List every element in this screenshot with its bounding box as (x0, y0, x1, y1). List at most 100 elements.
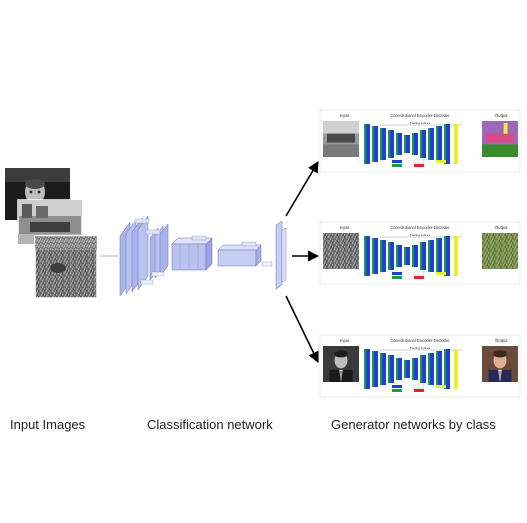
generator-output-label: Output (495, 338, 508, 343)
thumb-hair (334, 350, 348, 358)
thumb-tie (499, 371, 501, 380)
thumb-sky (482, 121, 518, 134)
layer-blue-1 (374, 238, 378, 274)
legend-swatch-blue (392, 272, 402, 275)
generator-subtitle: Pooling Indices (410, 233, 431, 237)
softmax-layer (454, 349, 458, 389)
caption-input-images: Input Images (10, 417, 86, 432)
thumb-pole (503, 123, 508, 134)
layer-blue-2 (382, 240, 386, 272)
generator-legend (392, 271, 446, 279)
classifier-block-3 (171, 235, 213, 271)
layer-blue-5 (406, 135, 410, 153)
encoder-decoder-layers (364, 236, 458, 276)
generator-input-label: Input (340, 225, 350, 230)
layer-blue-0 (366, 349, 370, 389)
legend-swatch-yellow (436, 160, 446, 163)
thumb-road (323, 144, 359, 157)
classifier-block-2 (145, 223, 169, 281)
generator-output-thumbnail (482, 233, 518, 269)
classifier-fc-layer (275, 220, 287, 290)
generator-panel-1: Input Convolutional Encoder-DecoderPoolin… (319, 109, 521, 173)
thumb-grass (323, 233, 359, 269)
layer-blue-8 (430, 128, 434, 160)
layer-blue-10 (446, 349, 450, 389)
layer-blue-10 (446, 236, 450, 276)
layer-blue-0 (366, 236, 370, 276)
layer-blue-7 (422, 355, 426, 383)
input-image-grass (34, 235, 98, 299)
generator-input-thumbnail (323, 121, 359, 157)
layer-blue-4 (398, 358, 402, 380)
legend-swatch-green (392, 164, 402, 167)
legend-swatch-yellow (436, 272, 446, 275)
layer-blue-4 (398, 133, 402, 155)
encoder-decoder-layers (364, 124, 458, 164)
thumb-grass (482, 233, 518, 269)
layer-blue-10 (446, 124, 450, 164)
arrow-to-generator-3 (285, 295, 319, 364)
layer-blue-7 (422, 242, 426, 270)
generator-input-label: Input (340, 113, 350, 118)
legend-swatch-white (413, 271, 425, 276)
layer-blue-5 (406, 360, 410, 378)
thumb-car (327, 133, 355, 143)
softmax-layer (454, 124, 458, 164)
generator-output-thumbnail (482, 121, 518, 157)
generator-panel-3: Input Convolutional Encoder-DecoderPoolin… (319, 334, 521, 398)
legend-swatch-red (414, 164, 424, 167)
layer-blue-4 (398, 245, 402, 267)
thumb-tie (340, 371, 342, 380)
generator-input-label: Input (340, 338, 350, 343)
generator-title: Convolutional Encoder-Decoder (390, 338, 450, 343)
layer-blue-5 (406, 247, 410, 265)
generator-subtitle: Pooling Indices (410, 121, 431, 125)
generator-input-thumbnail (323, 233, 359, 269)
input-images-stack (5, 168, 98, 299)
legend-swatch-green (392, 389, 402, 392)
layer-blue-3 (390, 242, 394, 270)
arrow-to-generator-1 (285, 161, 319, 217)
layer-blue-6 (414, 133, 418, 155)
legend-swatch-yellow (436, 385, 446, 388)
softmax-layer (454, 236, 458, 276)
classification-network (119, 215, 287, 297)
layer-blue-2 (382, 353, 386, 385)
generator-output-label: Output (495, 225, 508, 230)
legend-swatch-white (413, 384, 425, 389)
generator-input-thumbnail (323, 346, 359, 382)
generator-title: Convolutional Encoder-Decoder (390, 225, 450, 230)
legend-swatch-blue (392, 160, 402, 163)
layer-blue-7 (422, 130, 426, 158)
layer-blue-2 (382, 128, 386, 160)
generator-subtitle: Pooling Indices (410, 346, 431, 350)
layer-blue-9 (438, 351, 442, 387)
legend-swatch-green (392, 276, 402, 279)
layer-blue-1 (374, 351, 378, 387)
layer-blue-9 (438, 238, 442, 274)
layer-blue-3 (390, 130, 394, 158)
layer-blue-6 (414, 245, 418, 267)
layer-blue-9 (438, 126, 442, 162)
layer-blue-6 (414, 358, 418, 380)
thumb-sky (323, 121, 359, 134)
classifier-block-1 (119, 215, 154, 297)
generator-title: Convolutional Encoder-Decoder (390, 113, 450, 118)
generator-legend (392, 384, 446, 392)
legend-swatch-red (414, 389, 424, 392)
thumb-car (486, 133, 514, 143)
thumb-hair (493, 350, 507, 358)
layer-blue-8 (430, 240, 434, 272)
layer-blue-3 (390, 355, 394, 383)
layer-blue-1 (374, 126, 378, 162)
layer-blue-8 (430, 353, 434, 385)
layer-blue-0 (366, 124, 370, 164)
classifier-block-4 (217, 241, 273, 267)
generator-legend (392, 159, 446, 167)
generator-output-label: Output (495, 113, 508, 118)
caption-classification-network: Classification network (147, 417, 273, 432)
class-routing-arrows (285, 161, 320, 364)
legend-swatch-red (414, 276, 424, 279)
